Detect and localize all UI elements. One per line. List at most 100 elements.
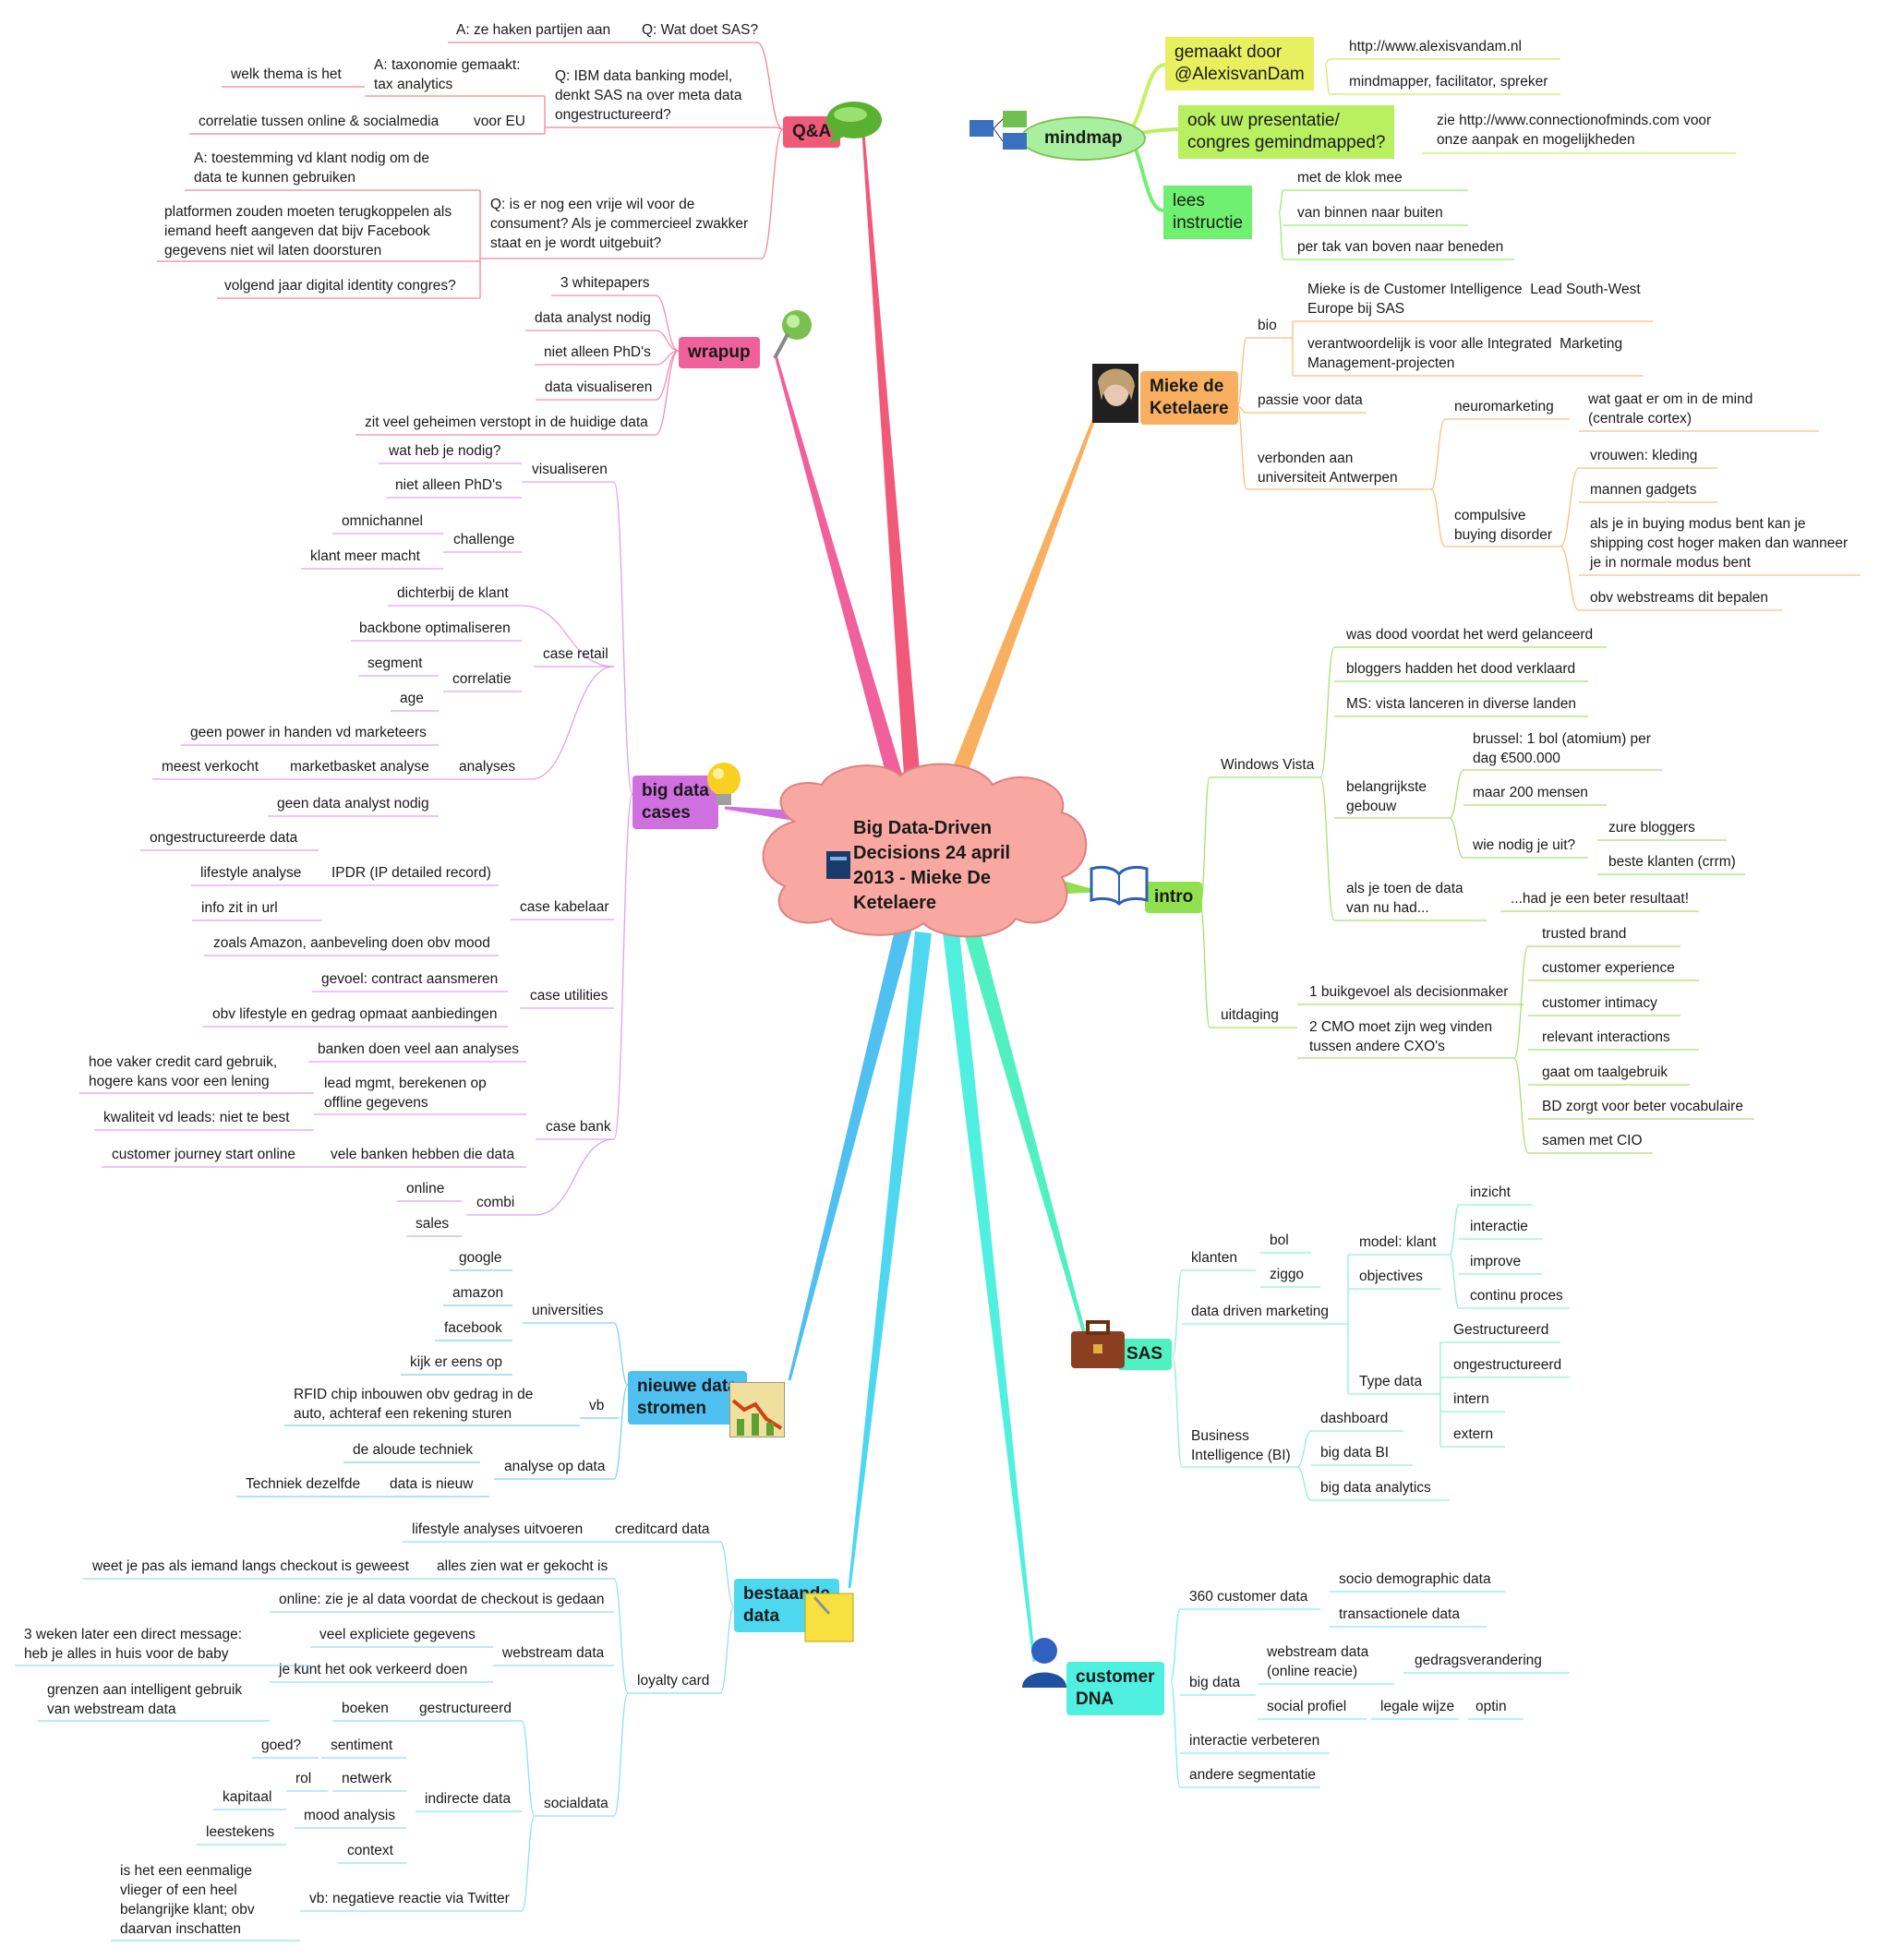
label-w1a[interactable]: 3 weken later een direct message: heb je… [24,1627,243,1662]
label-type-data[interactable]: Type data [1359,1374,1423,1389]
label-u2d[interactable]: relevant interactions [1542,1029,1670,1045]
label-vb-twitter[interactable]: vb: negatieve reactie via Twitter [309,1891,510,1906]
label-w2a[interactable]: grenzen aan intelligent gebruik van webs… [47,1682,243,1717]
label-gedragsverandering[interactable]: gedragsverandering [1415,1653,1542,1668]
label-case-bank[interactable]: case bank [546,1119,611,1135]
label-analyse-op-data[interactable]: analyse op data [504,1459,606,1474]
label-q2[interactable]: Q: IBM data banking model, denkt SAS na … [555,68,742,123]
label-u1[interactable]: gevoel: contract aansmeren [321,971,499,987]
label-w2[interactable]: je kunt het ook verkeerd doen [279,1662,468,1677]
label-zie[interactable]: zie http://www.connectionofminds.com voo… [1437,113,1712,148]
label-toen1[interactable]: ...had je een beter resultaat! [1511,891,1690,907]
label-neuromarketing[interactable]: neuromarketing [1454,399,1554,415]
label-toen[interactable]: als je toen de data van nu had... [1346,881,1463,916]
label-v3[interactable]: MS: vista lanceren in diverse landen [1346,696,1576,712]
label-wrapup-item[interactable]: data visualiseren [545,379,653,395]
label-klanten[interactable]: klanten [1191,1250,1237,1266]
label-creditcard[interactable]: creditcard data [615,1521,710,1537]
label-age[interactable]: age [400,691,424,706]
label-u2[interactable]: 2 CMO moet zijn weg vinden tussen andere… [1309,1019,1493,1054]
label-leestekens[interactable]: leestekens [206,1824,275,1840]
label-analyses[interactable]: analyses [459,759,516,775]
label-bio[interactable]: bio [1258,318,1277,333]
label-t2[interactable]: ongestructureerd [1453,1357,1562,1373]
label-case-kabelaar[interactable]: case kabelaar [520,899,609,915]
label-sales[interactable]: sales [416,1216,450,1232]
label-windows-vista[interactable]: Windows Vista [1221,757,1315,773]
topic-sas[interactable]: SAS [1117,1339,1173,1370]
label-netwerk[interactable]: netwerk [342,1771,392,1786]
label-g3b[interactable]: beste klanten (crrm) [1608,854,1736,870]
label-vb[interactable]: vb [589,1398,605,1413]
label-bol[interactable]: bol [1270,1233,1289,1248]
topic-customer-dna[interactable]: customer DNA [1066,1662,1164,1715]
label-model[interactable]: model: klant [1359,1234,1437,1250]
label-big-data[interactable]: big data [1189,1675,1241,1690]
label-social-profiel[interactable]: social profiel [1267,1699,1347,1714]
label-l2[interactable]: online: zie je al data voordat de checko… [279,1592,605,1607]
label-techniek[interactable]: Techniek dezelfde [246,1476,361,1492]
label-v1[interactable]: was dood voordat het werd gelanceerd [1346,627,1594,643]
label-wrapup-item[interactable]: data analyst nodig [535,310,651,326]
label-t3[interactable]: intern [1453,1391,1489,1407]
topic-intro[interactable]: intro [1145,882,1203,913]
label-wrapup-item[interactable]: niet alleen PhD's [544,344,651,360]
label-rfid[interactable]: RFID chip inbouwen obv gedrag in de auto… [294,1387,534,1422]
label-uitdaging[interactable]: uitdaging [1221,1007,1279,1023]
label-c3[interactable]: als je in buying modus bent kan je shipp… [1590,516,1849,571]
label-l1[interactable]: alles zien wat er gekocht is [437,1558,608,1574]
label-vba[interactable]: is het een eenmalige vlieger of een heel… [120,1863,255,1937]
label-360b[interactable]: transactionele data [1339,1606,1460,1622]
label-k3[interactable]: info zit in url [201,900,278,916]
label-g2[interactable]: maar 200 mensen [1473,785,1588,800]
label-gebouw[interactable]: belangrijkste gebouw [1346,779,1427,814]
label-amazon[interactable]: amazon [452,1285,504,1301]
label-aloude[interactable]: de aloude techniek [353,1442,474,1458]
label-u1[interactable]: 1 buikgevoel als decisionmaker [1309,984,1509,1000]
label-compulsive[interactable]: compulsive buying disorder [1454,508,1552,543]
label-m3[interactable]: improve [1470,1254,1522,1269]
label-segmentatie[interactable]: andere segmentatie [1189,1767,1317,1783]
subtopic-presentatie[interactable]: ook uw presentatie/ congres gemindmapped… [1178,105,1395,159]
label-indirecte[interactable]: indirecte data [425,1791,512,1807]
label-an1[interactable]: geen power in handen vd marketeers [190,725,427,740]
label-bi3[interactable]: big data analytics [1320,1480,1431,1496]
label-case-retail[interactable]: case retail [543,646,608,662]
label-kijk[interactable]: kijk er eens op [410,1354,502,1370]
label-url[interactable]: http://www.alexisvandam.nl [1349,39,1522,54]
topic-bigdata-cases[interactable]: big data cases [632,776,718,829]
label-facebook[interactable]: facebook [444,1320,502,1336]
label-ddm[interactable]: data driven marketing [1191,1304,1330,1319]
label-k4[interactable]: zoals Amazon, aanbeveling doen obv mood [213,935,490,951]
label-congres[interactable]: volgend jaar digital identity congres? [224,278,456,294]
label-context[interactable]: context [347,1843,393,1858]
label-m4[interactable]: continu proces [1470,1288,1563,1304]
label-wrapup-item[interactable]: zit veel geheimen verstopt in de huidige… [365,415,648,430]
label-omnichannel[interactable]: omnichannel [342,513,423,529]
label-l1a[interactable]: weet je pas als iemand langs checkout is… [92,1558,409,1574]
label-segment[interactable]: segment [367,655,423,671]
label-loyalty[interactable]: loyalty card [637,1673,710,1689]
label-w1[interactable]: veel expliciete gegevens [319,1627,476,1642]
label-u2[interactable]: obv lifestyle en gedrag opmaat aanbiedin… [212,1006,498,1022]
label-platform[interactable]: platformen zouden moeten terugkoppelen a… [164,204,452,259]
label-bio-2[interactable]: verantwoordelijk is voor alle Integrated… [1307,336,1623,371]
label-boeken[interactable]: boeken [342,1701,389,1716]
label-b2[interactable]: lead mgmt, berekenen op offline gegevens [324,1076,487,1111]
topic-nieuwe-data[interactable]: nieuwe data stromen [628,1371,747,1425]
label-eu[interactable]: voor EU [474,114,525,129]
label-k1[interactable]: ongestructureerde data [150,830,298,846]
label-binnen-buiten[interactable]: van binnen naar buiten [1297,205,1443,221]
label-passie[interactable]: passie voor data [1258,392,1363,408]
label-data-nieuw[interactable]: data is nieuw [390,1476,474,1492]
label-ziggo[interactable]: ziggo [1270,1267,1305,1282]
label-corr[interactable]: correlatie tussen online & socialmedia [199,114,440,129]
label-t4[interactable]: extern [1453,1426,1494,1442]
label-r1[interactable]: dichterbij de klant [397,585,509,601]
label-an2[interactable]: marketbasket analyse [290,759,429,775]
label-optin[interactable]: optin [1475,1699,1507,1714]
label-combi[interactable]: combi [476,1195,515,1210]
label-universities[interactable]: universities [532,1303,604,1318]
label-bi[interactable]: Business Intelligence (BI) [1191,1428,1291,1463]
label-an3[interactable]: geen data analyst nodig [277,796,429,812]
